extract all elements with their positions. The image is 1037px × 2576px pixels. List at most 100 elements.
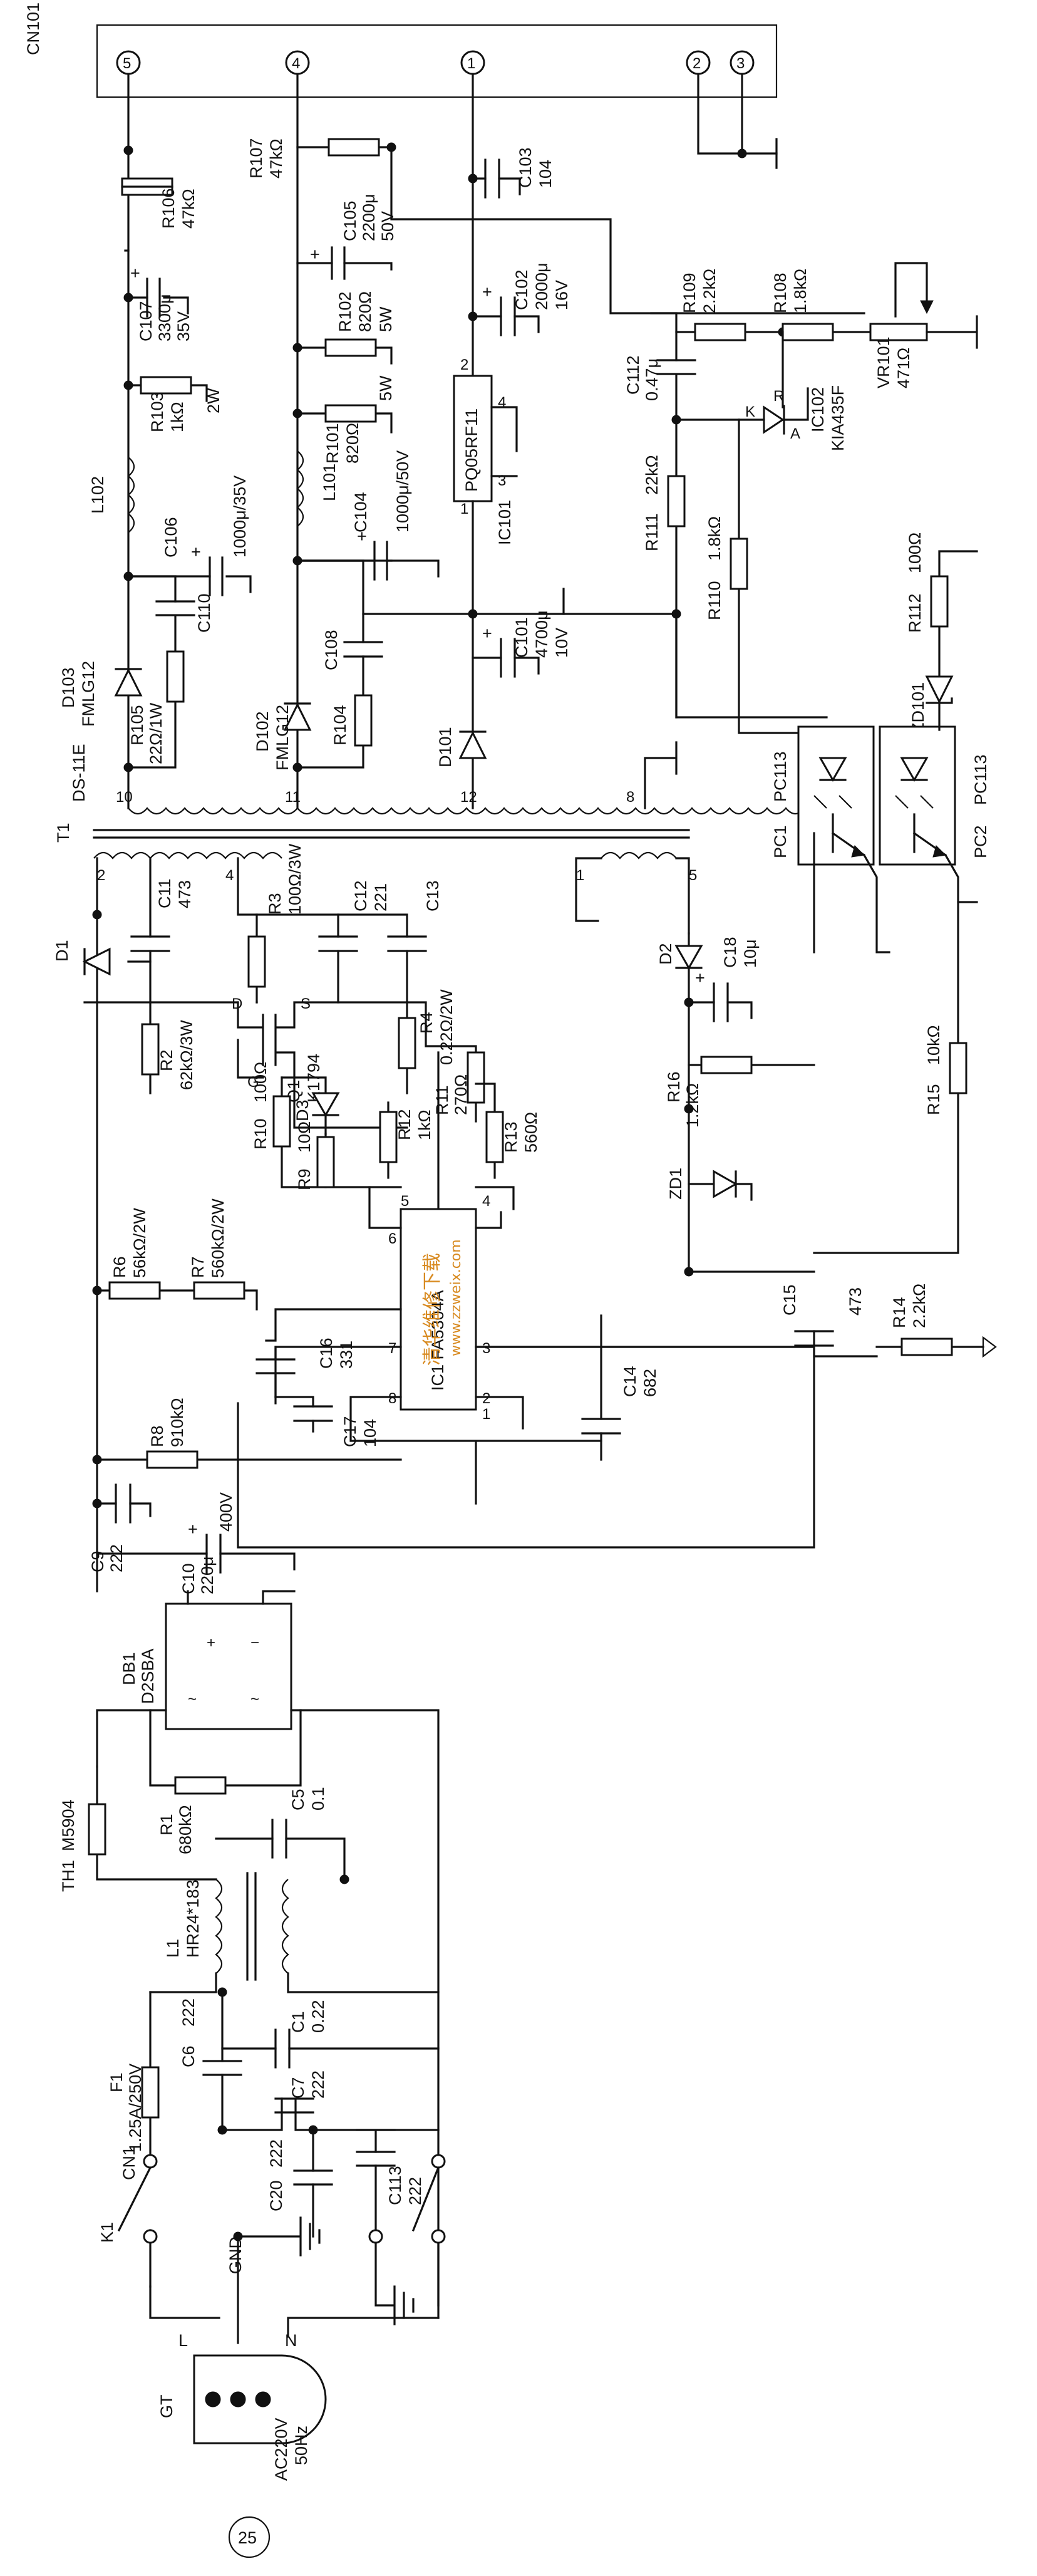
cn101-pin-5-label: 5: [123, 55, 131, 72]
capacitor-c11: C11 473: [130, 857, 194, 1004]
cn101-pin-4-label: 4: [292, 55, 300, 72]
c10-ref: C10: [179, 1563, 198, 1594]
c107-voltage: 35V: [174, 311, 193, 341]
c107-plus: +: [130, 264, 140, 283]
capacitor-c1: C1 0.22: [221, 2000, 440, 2069]
c7-value: 222: [309, 2070, 328, 2099]
capacitor-c113: C113 222: [356, 2129, 425, 2325]
r107-value: 47kΩ: [267, 138, 286, 179]
c5-value: 0.1: [309, 1787, 328, 1810]
pc1-ref: PC1: [771, 825, 790, 858]
feedback-wires: [562, 588, 828, 719]
c110-label: C110: [195, 593, 214, 633]
r110-ref: R110: [705, 581, 724, 620]
t1-pin-4: 4: [225, 867, 234, 884]
c101-value: 4700μ: [532, 610, 551, 658]
r2-ref: R2: [157, 1049, 176, 1071]
capacitor-c107: + C107 3300μ 35V: [127, 264, 193, 341]
c101-ref: C101: [512, 617, 531, 658]
switch-k1: CN1 K1: [98, 2146, 446, 2319]
c10-value: 220μ: [198, 1556, 217, 1594]
r101-value: 820Ω: [343, 423, 362, 464]
regulator-ic101: PQ05RF11 IC101 2 4 3 1: [453, 356, 518, 809]
cn101-label: CN101: [24, 3, 43, 55]
ic1-pin-1: 1: [482, 1406, 490, 1423]
rail-5v: C103 104: [468, 73, 555, 377]
r11-ref: R11: [433, 1085, 451, 1115]
svg-text:+: +: [695, 969, 705, 987]
r105-ref: R105: [128, 705, 147, 745]
ic1-pin-4: 4: [482, 1193, 490, 1210]
r101-ref: R101: [323, 423, 342, 464]
r10-ref: R10: [251, 1118, 270, 1150]
r13-ref: R13: [502, 1121, 520, 1153]
r110-value: 1.8kΩ: [705, 516, 724, 561]
resistor-r6: R6 56kΩ/2W: [96, 1208, 258, 1311]
pc2-ref: PC2: [971, 825, 990, 858]
resistor-r14: R14 2.2kΩ: [875, 1284, 997, 1358]
r106-ref: R106: [159, 188, 178, 229]
resistor-r1: R1 680kΩ: [149, 1709, 302, 1854]
capacitor-c15: C15 473: [475, 1284, 878, 1358]
capacitor-c18: + C18 10μ: [688, 937, 760, 1022]
c102-ref: C102: [512, 269, 531, 310]
zener-zd101: ZD101: [909, 675, 954, 733]
resistor-r103: R103 1kΩ 2W: [127, 376, 223, 432]
r12-value: 1kΩ: [415, 1109, 434, 1140]
r11-value: 270Ω: [451, 1074, 470, 1115]
return-wires: [296, 559, 678, 615]
watermark: 清华维修下载 www.zzweix.com: [421, 1239, 464, 1366]
r8-value: 910kΩ: [168, 1398, 187, 1447]
resistor-r101: R101 820Ω 5W: [296, 375, 395, 464]
c6-value: 222: [179, 1998, 198, 2027]
c18-value: 10μ: [741, 939, 760, 968]
svg-text:+: +: [188, 1520, 198, 1539]
t1-pin-10: 10: [116, 789, 133, 806]
svg-text:~: ~: [250, 1691, 259, 1708]
connector-cn101: CN101 5 4 1 2 3: [24, 3, 778, 98]
c12-ref: C12: [351, 880, 370, 911]
r9-value: 10Ω: [295, 1121, 314, 1153]
inductor-l102: L102: [88, 457, 135, 533]
l101-label: L101: [320, 464, 339, 501]
c7-ref: C7: [289, 2077, 307, 2099]
t1-pin-1: 1: [576, 867, 584, 884]
r15-value: 10kΩ: [924, 1025, 943, 1065]
resistor-r15: R15 10kΩ: [813, 901, 967, 1254]
r3-value: 100Ω/3W: [286, 843, 304, 915]
resistor-r16: R16 1.2kΩ: [664, 1056, 815, 1128]
resistor-r8: R8 910kΩ: [96, 1398, 402, 1469]
ic101-part: PQ05RF11: [462, 408, 481, 492]
svg-text:−: −: [250, 1634, 259, 1651]
vr101-value: 471Ω: [894, 348, 913, 388]
r1-ref: R1: [157, 1814, 176, 1836]
c15-ref: C15: [780, 1284, 799, 1316]
capacitor-c101: + C101 4700μ 10V: [472, 610, 571, 678]
zener-zd1: ZD1: [666, 1168, 753, 1201]
c11-ref: C11: [155, 878, 174, 908]
diode-d101: D101: [436, 727, 487, 767]
watermark-cn: 清华维修下载: [421, 1253, 443, 1366]
capacitor-c7: C7 222: [217, 2070, 440, 2135]
l1-ref: L1: [163, 1939, 182, 1958]
capacitor-c6: C6 222: [179, 1991, 242, 2131]
c11-value: 473: [175, 880, 194, 908]
capacitor-c16: C16 331: [255, 1337, 356, 1398]
r108-ref: R108: [771, 273, 790, 313]
r7-value: 560kΩ/2W: [209, 1198, 227, 1278]
chassis-ground: GND: [226, 2216, 321, 2274]
c102-voltage: 16V: [552, 280, 571, 310]
c105-value: 2200μ: [359, 194, 378, 241]
svg-text:+: +: [357, 527, 367, 546]
r103-power: 2W: [204, 388, 223, 413]
c107-value: 3300μ: [155, 294, 174, 341]
choke-l1: L1 HR24*183: [149, 1872, 440, 1997]
th1-ref: TH1: [59, 1860, 78, 1892]
thermistor-th1: TH1 M5904: [59, 1765, 217, 1892]
q1-pin-s: S: [301, 995, 311, 1012]
ic101-pin-4: 4: [498, 394, 506, 411]
r4-value: 0.22Ω/2W: [437, 989, 456, 1065]
resistor-r11: R11 270Ω: [406, 1001, 485, 1248]
diode-d103: D103 FMLG12: [59, 661, 143, 727]
resistor-r110: R110 1.8kΩ: [705, 418, 828, 734]
